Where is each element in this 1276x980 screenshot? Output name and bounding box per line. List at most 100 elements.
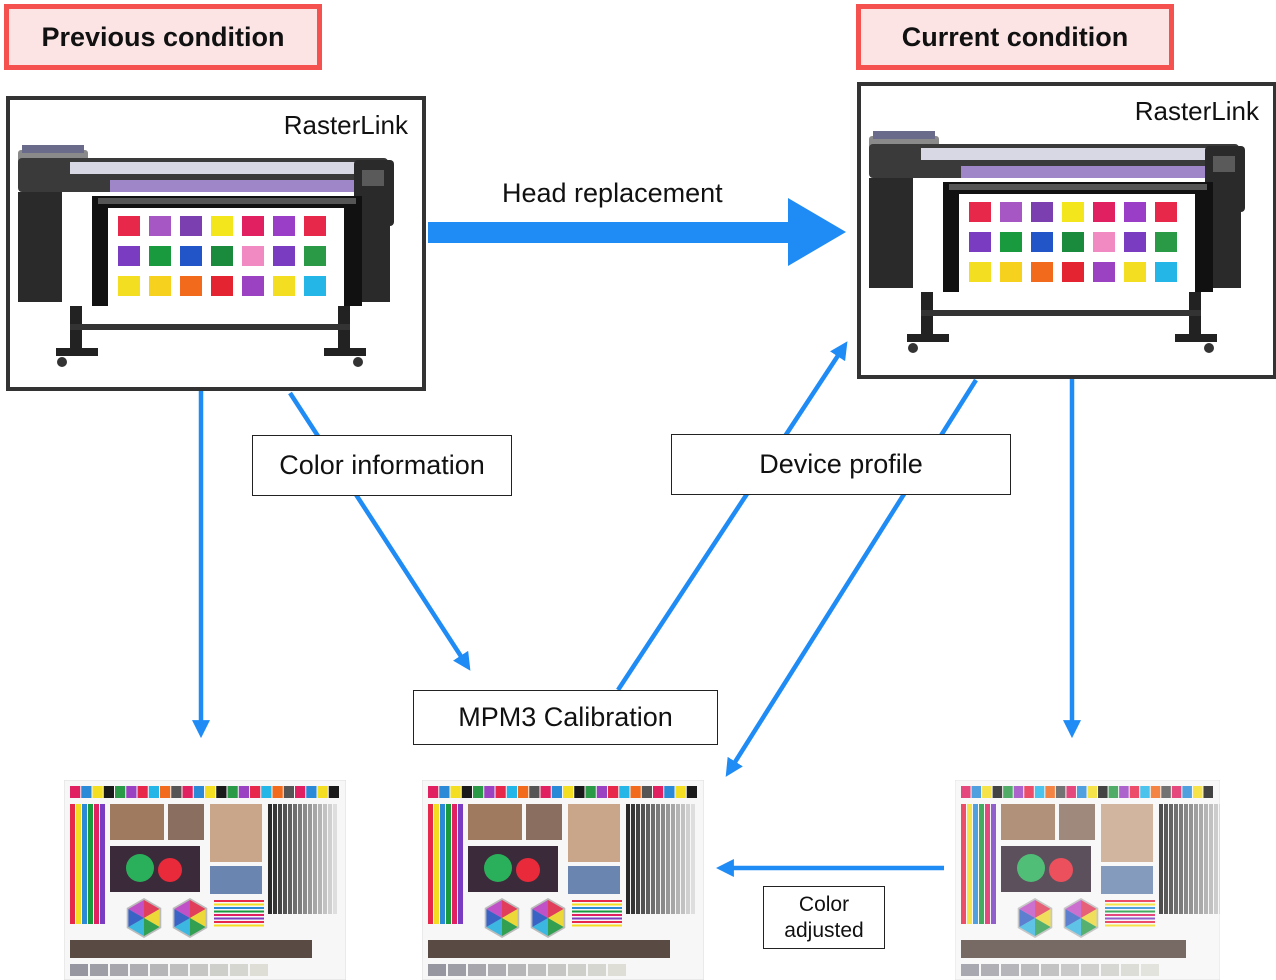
line-sample xyxy=(214,921,264,923)
color-swatch xyxy=(1155,232,1177,252)
gray-ramp xyxy=(1164,804,1168,914)
color-swatch xyxy=(1155,202,1177,222)
gray-ramp xyxy=(666,804,670,914)
ramp-bar xyxy=(967,804,972,924)
current-printer-box: RasterLink xyxy=(857,82,1276,379)
color-swatch xyxy=(242,276,264,296)
color-swatch xyxy=(242,246,264,266)
line-sample xyxy=(1105,914,1155,916)
strip-patch xyxy=(1203,786,1213,798)
strip-patch xyxy=(1108,786,1119,798)
gray-ramp xyxy=(651,804,655,914)
wheel xyxy=(1204,343,1214,353)
strip-patch xyxy=(1076,786,1087,798)
color-swatch xyxy=(149,246,171,266)
ramp-bar xyxy=(100,804,105,924)
color-swatch xyxy=(118,276,140,296)
gray-ramp xyxy=(631,804,635,914)
photo-colorful xyxy=(1001,846,1091,892)
mpm3-calibration-box: MPM3 Calibration xyxy=(413,690,718,745)
test-print-middle xyxy=(422,780,704,980)
left-frame xyxy=(18,192,62,302)
strip-patch xyxy=(506,786,517,798)
gray-ramp xyxy=(333,804,337,914)
photo-food xyxy=(1001,804,1055,840)
strip-patch xyxy=(216,786,227,798)
printer-illustration xyxy=(869,131,1245,353)
strip-patch xyxy=(1161,786,1171,798)
wheel-segment xyxy=(486,918,502,936)
strip-patch xyxy=(473,786,484,798)
gray-patch xyxy=(508,964,526,976)
wheel-segment xyxy=(486,900,502,918)
color-swatch xyxy=(273,246,295,266)
color-swatch xyxy=(211,246,233,266)
printer-image-right xyxy=(869,131,1245,353)
wheel xyxy=(57,357,67,367)
gray-ramp xyxy=(646,804,650,914)
line-sample xyxy=(572,921,622,923)
strip-patch xyxy=(1055,786,1066,798)
photo-accent xyxy=(516,858,540,882)
gray-patch xyxy=(1041,964,1059,976)
gray-ramp xyxy=(641,804,645,914)
color-swatch xyxy=(211,276,233,296)
line-sample xyxy=(572,924,622,927)
photo-child xyxy=(210,804,262,862)
line-sample xyxy=(1105,924,1155,927)
line-sample xyxy=(572,903,622,906)
color-information-arrow xyxy=(288,391,471,671)
line-sample xyxy=(572,910,622,913)
head-replacement-label: Head replacement xyxy=(502,178,723,208)
panel-screen xyxy=(362,170,384,186)
ramp-bar xyxy=(979,804,984,924)
ramp-bar xyxy=(428,804,433,924)
wheel-segment xyxy=(1035,918,1051,936)
gray-patch xyxy=(488,964,506,976)
ramp-bar xyxy=(82,804,87,924)
ramp-bar xyxy=(88,804,93,924)
color-swatch xyxy=(1031,202,1053,222)
strip-patch xyxy=(619,786,630,798)
strip-patch xyxy=(439,786,450,798)
color-swatch xyxy=(273,276,295,296)
color-swatch xyxy=(1093,202,1115,222)
color-swatch xyxy=(180,216,202,236)
gray-ramp xyxy=(303,804,307,914)
gray-patch xyxy=(981,964,999,976)
gray-patch xyxy=(1021,964,1039,976)
foot-left xyxy=(907,334,949,342)
gray-patch xyxy=(170,964,188,976)
gray-ramp xyxy=(1209,804,1213,914)
test-print-previous xyxy=(64,780,346,980)
gray-patch xyxy=(428,964,446,976)
color-swatch xyxy=(1031,232,1053,252)
strip-patch xyxy=(193,786,204,798)
gray-ramp xyxy=(681,804,685,914)
gray-patch xyxy=(230,964,248,976)
strip-patch xyxy=(1182,786,1192,798)
color-swatch xyxy=(1093,262,1115,282)
color-swatch xyxy=(118,246,140,266)
wheel-segment xyxy=(502,909,518,927)
photo-food xyxy=(468,804,522,840)
photo-blue xyxy=(568,866,620,894)
device-profile-arrow xyxy=(616,341,848,692)
test-chart xyxy=(422,780,704,980)
color-swatch xyxy=(1000,202,1022,222)
gray-patch xyxy=(210,964,228,976)
gray-ramp xyxy=(318,804,322,914)
strip-patch xyxy=(137,786,148,798)
right-frame xyxy=(1211,208,1241,288)
strip-patch xyxy=(495,786,506,798)
gray-ramp xyxy=(323,804,327,914)
photo-colorful xyxy=(110,846,200,892)
strip-patch xyxy=(961,786,971,798)
color-swatch xyxy=(304,216,326,236)
gray-ramp xyxy=(1159,804,1163,914)
photo-colorful xyxy=(468,846,558,892)
strip-patch xyxy=(1034,786,1045,798)
current-condition-text: Current condition xyxy=(901,21,1129,52)
strip-patch xyxy=(982,786,992,798)
strip-patch xyxy=(1087,786,1098,798)
